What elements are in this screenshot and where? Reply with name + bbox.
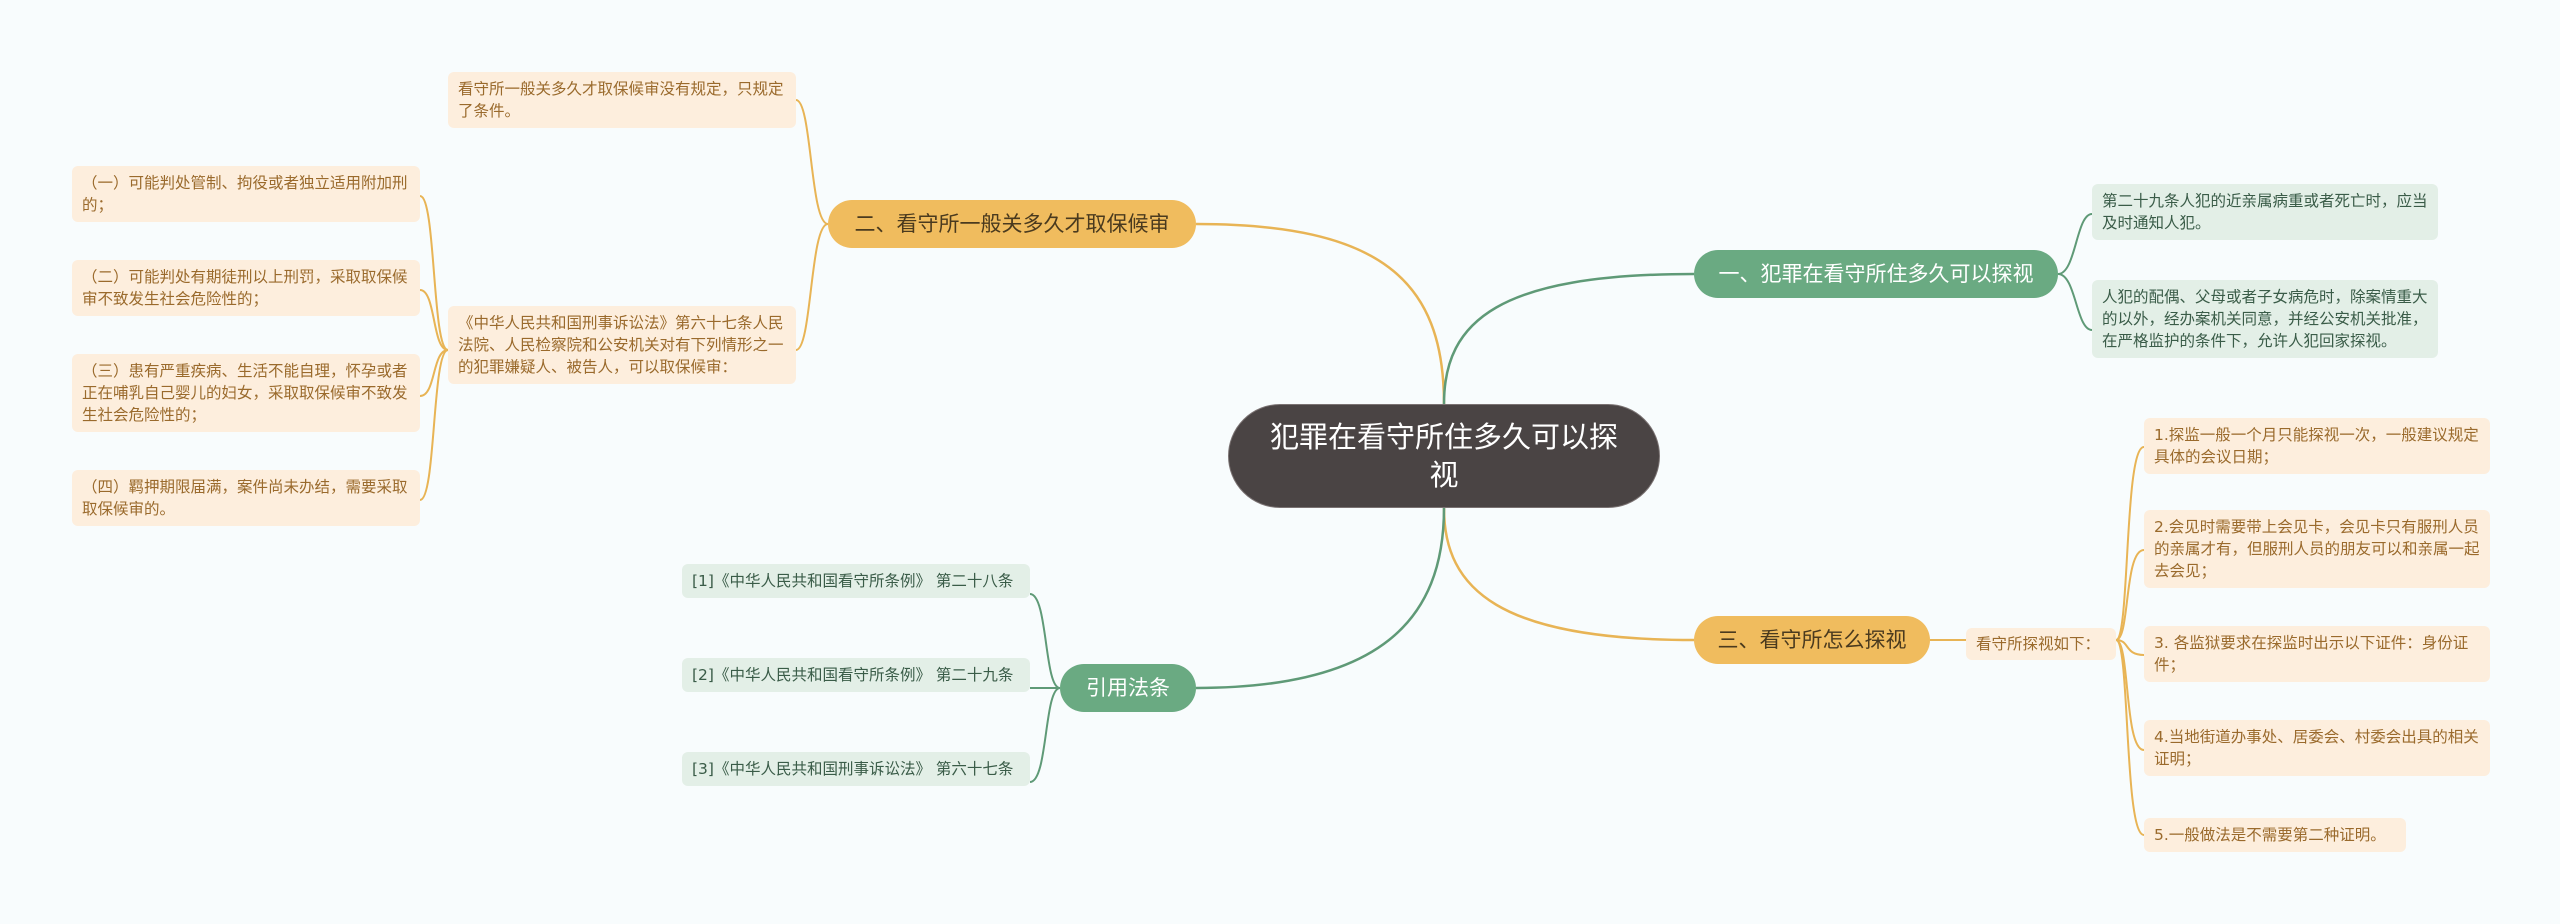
b3-item-3[interactable]: 3. 各监狱要求在探监时出示以下证件：身份证件；: [2144, 626, 2490, 682]
edge-b1-item2: [2057, 273, 2093, 331]
b3-item-4[interactable]: 4.当地街道办事处、居委会、村委会出具的相关证明；: [2144, 720, 2490, 776]
b2-item-law-article[interactable]: 《中华人民共和国刑事诉讼法》第六十七条人民法院、人民检察院和公安机关对有下列情形…: [448, 306, 796, 384]
b4-law-2[interactable]: [2]《中华人民共和国看守所条例》 第二十九条: [682, 658, 1030, 692]
b2-sub-item-3[interactable]: （三）患有严重疾病、生活不能自理，怀孕或者正在哺乳自己婴儿的妇女，采取取保候审不…: [72, 354, 420, 432]
b4-law-1[interactable]: [1]《中华人民共和国看守所条例》 第二十八条: [682, 564, 1030, 598]
edge-b3-i4: [2115, 639, 2145, 751]
edge-sub1: [419, 195, 449, 351]
branch-cited-laws[interactable]: 引用法条: [1060, 664, 1196, 712]
edge-b3-i3: [2115, 639, 2145, 656]
root-topic[interactable]: 犯罪在看守所住多久可以探视: [1228, 404, 1660, 508]
edge-b3-i2: [2115, 549, 2145, 641]
branch-how-to-visit[interactable]: 三、看守所怎么探视: [1694, 616, 1930, 664]
edge-b2-item1: [795, 99, 829, 225]
edge-root-b3: [1442, 507, 1695, 642]
edge-b3-i1: [2115, 446, 2145, 641]
edge-b1-item1: [2057, 213, 2093, 275]
b3-item-5[interactable]: 5.一般做法是不需要第二种证明。: [2144, 818, 2406, 852]
b4-law-3[interactable]: [3]《中华人民共和国刑事诉讼法》 第六十七条: [682, 752, 1030, 786]
b2-sub-item-1[interactable]: （一）可能判处管制、拘役或者独立适用附加刑的；: [72, 166, 420, 222]
edge-sub2: [419, 289, 449, 351]
b3-item-1[interactable]: 1.探监一般一个月只能探视一次，一般建议规定具体的会议日期；: [2144, 418, 2490, 474]
edge-b4-i3: [1029, 687, 1061, 783]
b3-intro[interactable]: 看守所探视如下：: [1966, 628, 2116, 660]
b3-item-2[interactable]: 2.会见时需要带上会见卡，会见卡只有服刑人员的亲属才有，但服刑人员的朋友可以和亲…: [2144, 510, 2490, 588]
edge-b4-i1: [1029, 593, 1061, 689]
edge-b3-i5: [2115, 639, 2145, 836]
b1-item-notify[interactable]: 第二十九条人犯的近亲属病重或者死亡时，应当及时通知人犯。: [2092, 184, 2438, 240]
b2-sub-item-2[interactable]: （二）可能判处有期徒刑以上刑罚，采取取保候审不致发生社会危险性的；: [72, 260, 420, 316]
edge-root-b1: [1442, 272, 1695, 405]
b2-item-no-rule[interactable]: 看守所一般关多久才取保候审没有规定，只规定了条件。: [448, 72, 796, 128]
edge-sub4: [419, 349, 449, 501]
branch-visit-timing[interactable]: 一、犯罪在看守所住多久可以探视: [1694, 250, 2058, 298]
edge-root-b4: [1195, 507, 1446, 690]
b2-sub-item-4[interactable]: （四）羁押期限届满，案件尚未办结，需要采取取保候审的。: [72, 470, 420, 526]
branch-bail-duration[interactable]: 二、看守所一般关多久才取保候审: [828, 200, 1196, 248]
edge-root-b2: [1195, 222, 1446, 405]
edge-b2-item2: [795, 223, 829, 351]
b1-item-home-visit[interactable]: 人犯的配偶、父母或者子女病危时，除案情重大的以外，经办案机关同意，并经公安机关批…: [2092, 280, 2438, 358]
edge-sub3: [419, 349, 449, 397]
